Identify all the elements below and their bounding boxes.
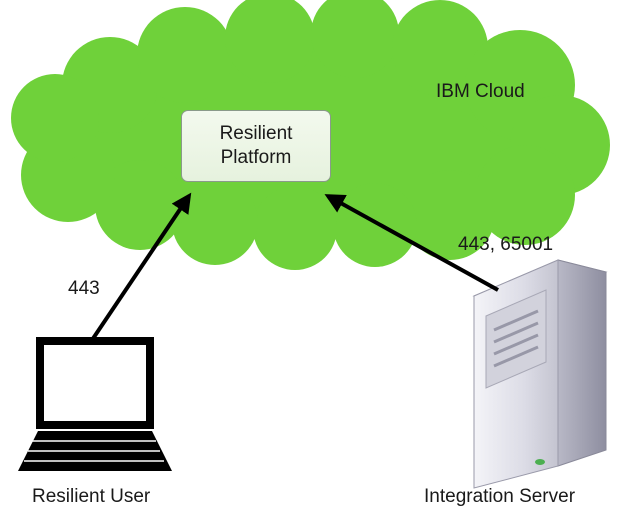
cloud-label: IBM Cloud — [436, 81, 525, 102]
server-tower-icon — [472, 259, 608, 489]
ibm-cloud-shape — [11, 0, 610, 270]
platform-label-line1: Resilient — [219, 123, 293, 144]
resilient-user-caption: Resilient User — [32, 486, 151, 507]
arrow-user-to-platform — [88, 192, 192, 345]
laptop-icon — [18, 337, 172, 471]
user-port-label: 443 — [68, 278, 100, 299]
arrow-server-to-platform — [324, 194, 499, 292]
server-port-label: 443, 65001 — [458, 234, 554, 255]
platform-label-line2: Platform — [220, 147, 292, 168]
resilient-platform-node: Resilient Platform — [181, 110, 331, 182]
integration-server-caption: Integration Server — [424, 486, 576, 507]
